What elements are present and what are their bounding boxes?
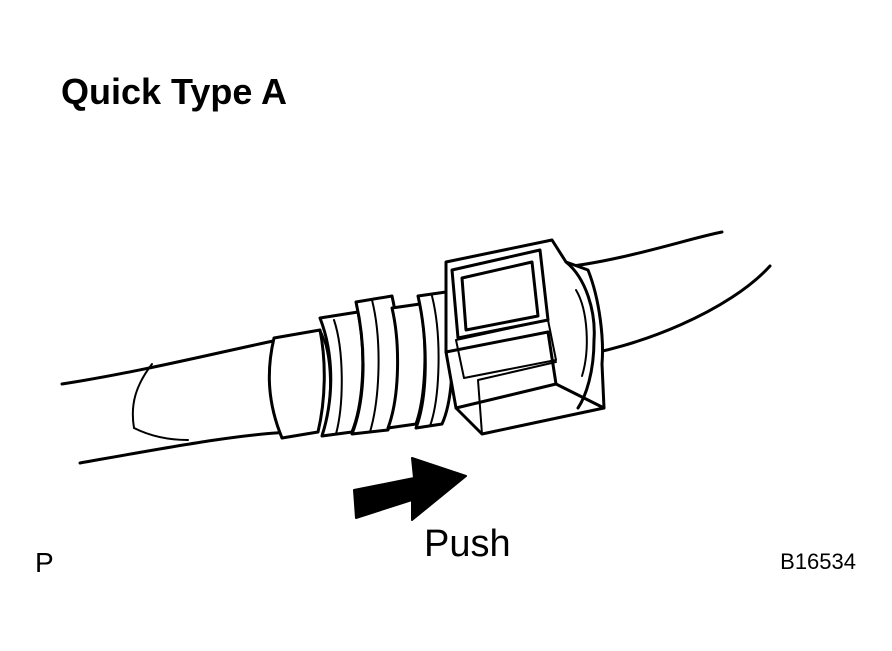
figure-code: B16534 xyxy=(780,549,856,574)
connector-retainer xyxy=(444,238,606,436)
corner-letter: P xyxy=(35,547,54,578)
hose-end-band xyxy=(267,328,332,440)
push-arrow-icon xyxy=(353,457,467,521)
diagram-title: Quick Type A xyxy=(61,71,288,112)
push-label: Push xyxy=(424,523,511,565)
pipe-with-ridges xyxy=(318,290,454,438)
left-hose xyxy=(60,338,302,465)
